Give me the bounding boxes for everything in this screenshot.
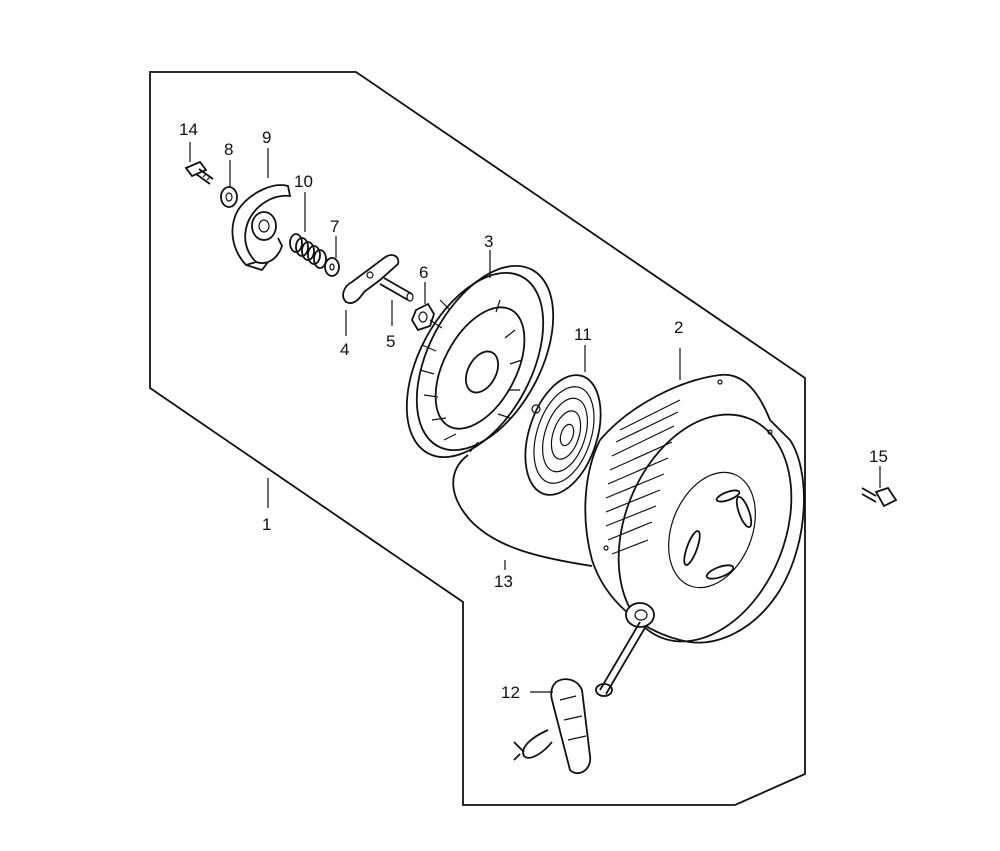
part-9-friction-plate — [231, 184, 292, 272]
assembly-boundary — [149, 71, 806, 806]
part-2-starter-case — [584, 374, 805, 644]
callout-2: 2 — [674, 318, 683, 337]
callout-labels: 1 2 3 4 5 6 7 8 9 10 11 12 13 14 15 — [179, 120, 888, 702]
part-3-reel — [405, 264, 555, 459]
part-6-nut — [410, 302, 435, 332]
part-8-washer — [220, 186, 238, 208]
part-15-bolt — [861, 486, 898, 508]
callout-15: 15 — [869, 447, 888, 466]
callout-9: 9 — [262, 128, 271, 147]
part-7-washer — [324, 257, 340, 277]
callout-10: 10 — [294, 172, 313, 191]
callout-4: 4 — [340, 340, 349, 359]
callout-12: 12 — [501, 683, 520, 702]
callout-3: 3 — [484, 232, 493, 251]
callout-11: 11 — [574, 325, 592, 344]
callout-14: 14 — [179, 120, 198, 139]
callout-7: 7 — [330, 217, 339, 236]
part-13-rope — [452, 454, 593, 567]
leader-lines — [189, 142, 881, 693]
callout-1: 1 — [262, 515, 271, 534]
callout-13: 13 — [494, 572, 513, 591]
callout-5: 5 — [386, 332, 395, 351]
part-4-ratchet — [342, 254, 400, 304]
part-14-bolt — [184, 160, 214, 185]
part-10-spring — [289, 233, 327, 269]
part-11-spiral-spring — [524, 374, 602, 496]
part-12-handle — [513, 678, 613, 775]
part-5-pin — [379, 277, 414, 302]
callout-8: 8 — [224, 140, 233, 159]
callout-6: 6 — [419, 263, 428, 282]
rope-to-handle — [599, 621, 647, 695]
